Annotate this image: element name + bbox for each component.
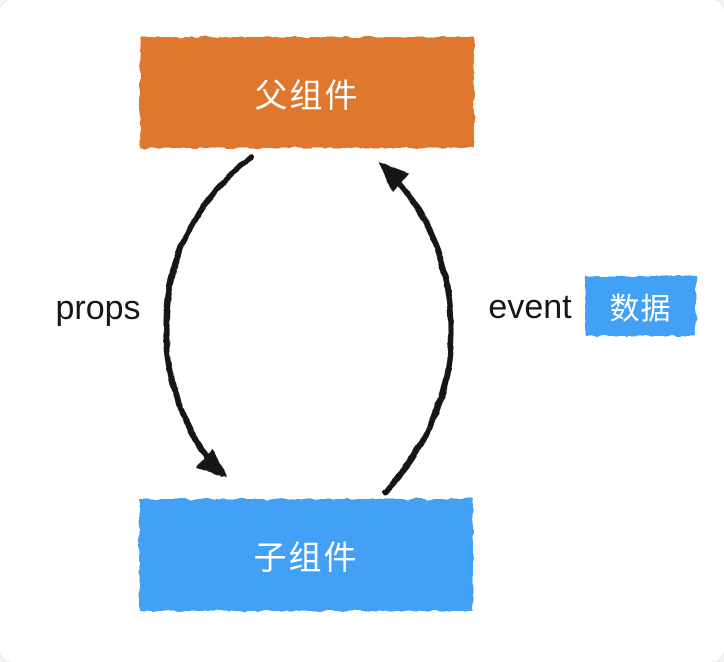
props-arrow-down-icon (162, 154, 255, 478)
child-box-shape (139, 499, 473, 611)
parent-box-shape (140, 37, 474, 148)
event-arrow-up-icon (378, 161, 455, 495)
data-box-shape (585, 276, 696, 336)
